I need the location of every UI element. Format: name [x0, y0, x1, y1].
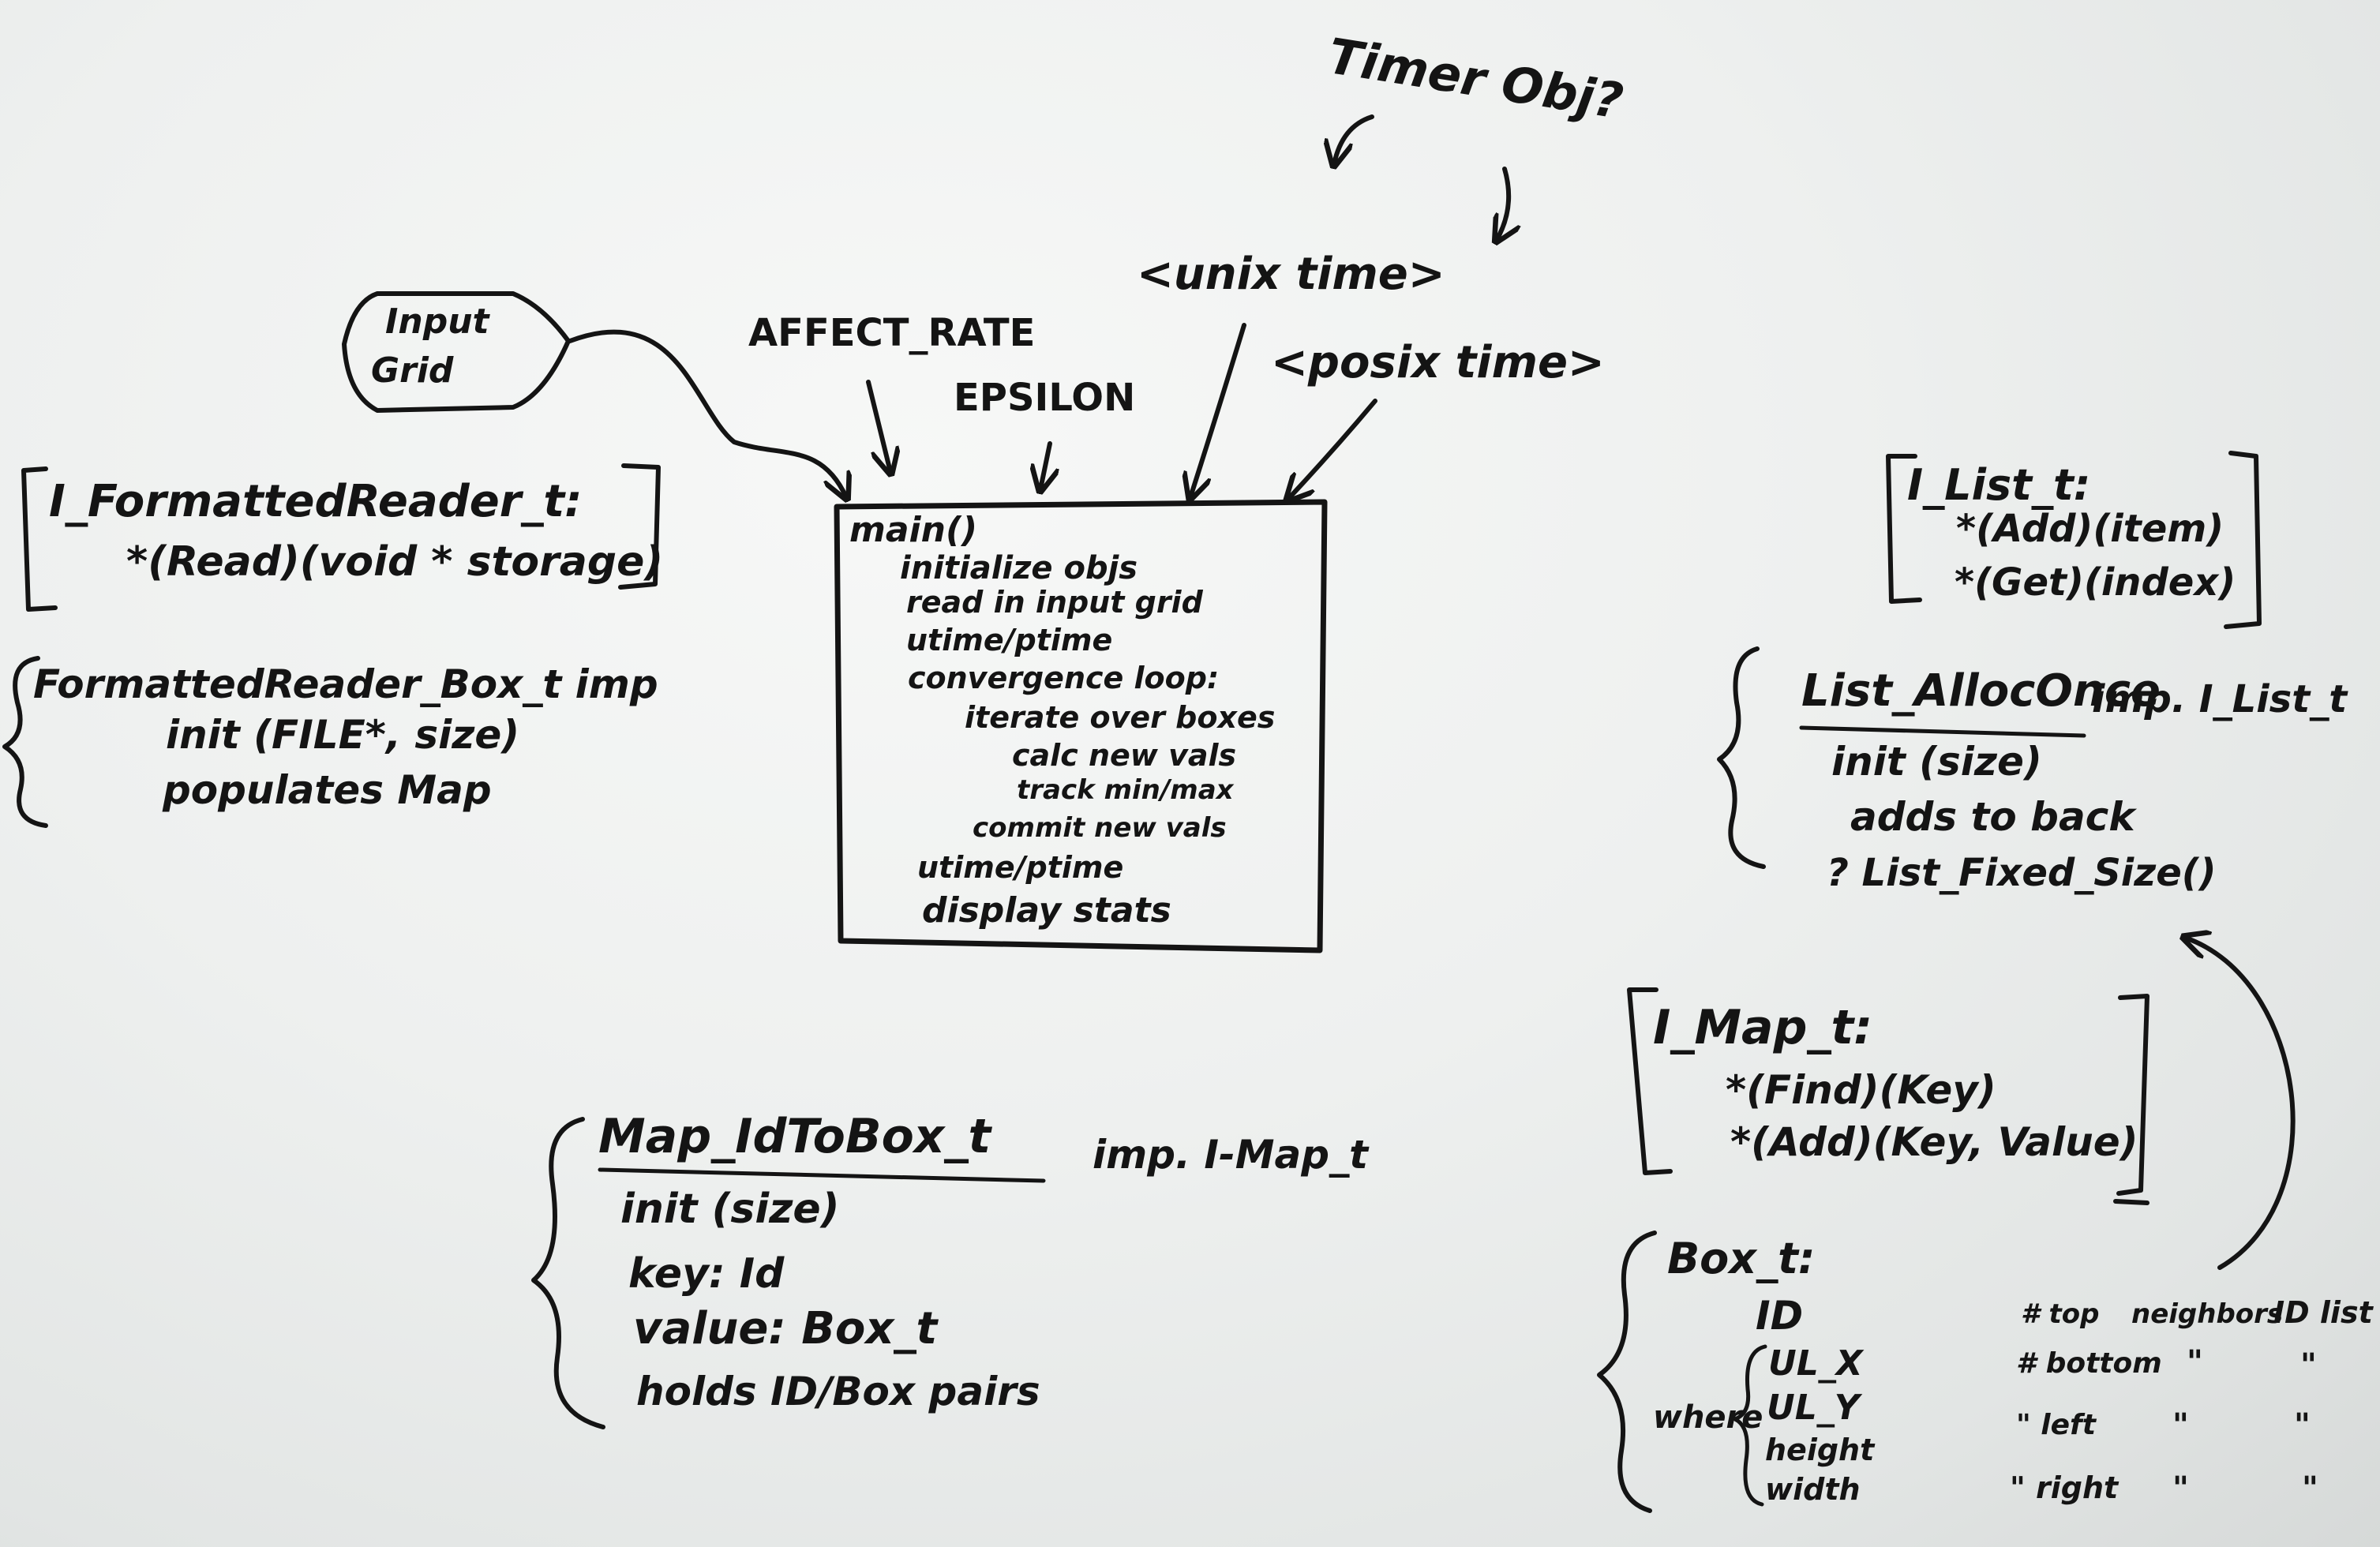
map-impl-underline	[598, 1167, 1046, 1183]
reader-impl-line-1: populates Map	[163, 767, 492, 813]
box-fields-brace	[1733, 1344, 1767, 1507]
main-line-10: display stats	[922, 890, 1171, 931]
box-field-0: UL_X	[1768, 1343, 1863, 1384]
timer-arrow-left	[1334, 114, 1374, 164]
map-impl-line-1: key: Id	[628, 1250, 785, 1298]
map-impl-line-2: value: Box_t	[633, 1303, 938, 1354]
list-impl-line-0: init (size)	[1831, 739, 2042, 785]
neighbor-left-ditto1: "	[2172, 1407, 2189, 1444]
box-struct-where: where	[1653, 1399, 1763, 1436]
main-line-9: utime/ptime	[917, 850, 1124, 885]
box-field-3: width	[1765, 1472, 1861, 1507]
reader-interface-name: I_FormattedReader_t:	[49, 476, 583, 527]
main-line-1: initialize objs	[900, 550, 1138, 586]
map-bracket-tick	[2113, 1199, 2149, 1205]
list-impl-underline	[1799, 725, 2086, 738]
reader-interface-method: *(Read)(void * storage)	[126, 538, 664, 586]
posix-time-arrow	[1288, 399, 1377, 499]
neighbor-top-prefix: # top	[2021, 1298, 2100, 1330]
list-impl-line-1: adds to back	[1850, 794, 2135, 840]
unix-time-arrow	[1190, 323, 1246, 497]
box-struct-id: ID	[1756, 1293, 1804, 1339]
map-impl-implements: imp. I-Map_t	[1093, 1132, 1368, 1178]
map-impl-line-0: init (size)	[620, 1186, 840, 1233]
list-bracket-left	[1886, 454, 1922, 604]
map-impl-name: Map_IdToBox_t	[598, 1109, 991, 1164]
map-interface-method-0: *(Find)(Key)	[1726, 1067, 1996, 1113]
input-grid-label-line1: Input	[385, 302, 489, 342]
main-line-5: iterate over boxes	[965, 700, 1276, 735]
box-field-2: height	[1765, 1433, 1875, 1467]
map-bracket-left	[1627, 987, 1673, 1175]
reader-impl-line-0: init (FILE*, size)	[166, 712, 520, 758]
main-line-8: commit new vals	[973, 812, 1227, 844]
input-grid-arrow	[568, 329, 846, 497]
map-interface-name: I_Map_t:	[1653, 1000, 1873, 1055]
reader-bracket-right	[618, 463, 661, 590]
map-interface-method-1: *(Add)(Key, Value)	[1730, 1119, 2138, 1165]
neighbor-bottom-prefix: # bottom	[2016, 1347, 2162, 1380]
input-grid-label-line2: Grid	[371, 350, 454, 391]
map-impl-line-3: holds ID/Box pairs	[636, 1369, 1040, 1414]
reader-bracket-left	[21, 466, 58, 612]
reader-impl-name: FormattedReader_Box_t imp	[33, 661, 658, 707]
main-box-outline	[834, 499, 1328, 953]
neighbor-left-prefix: " left	[2016, 1409, 2096, 1441]
box-to-list-arrow	[2185, 938, 2296, 1270]
main-line-3: utime/ptime	[906, 623, 1113, 657]
main-line-4: convergence loop:	[908, 661, 1220, 695]
reader-impl-brace	[2, 656, 48, 828]
box-field-1: UL_Y	[1767, 1388, 1860, 1428]
neighbor-top-suffix: ID list	[2273, 1295, 2373, 1330]
timer-arrow-right	[1497, 167, 1509, 240]
map-impl-brace	[531, 1117, 605, 1429]
list-impl-line-2: ? List_Fixed_Size()	[1827, 851, 2217, 895]
list-impl-name: List_AllocOnce	[1801, 665, 2161, 717]
posix-time-label: <posix time>	[1271, 337, 1605, 388]
epsilon-label: EPSILON	[954, 376, 1136, 420]
neighbor-top-label: neighbors	[2131, 1298, 2284, 1330]
neighbor-bottom-ditto1: "	[2187, 1344, 2203, 1380]
list-bracket-right	[2224, 451, 2262, 629]
main-line-0: main()	[849, 510, 978, 550]
main-line-2: read in input grid	[906, 585, 1203, 620]
map-bracket-right	[2116, 994, 2149, 1196]
list-interface-method-0: *(Add)(item)	[1956, 507, 2224, 551]
neighbor-bottom-ditto2: "	[2300, 1347, 2317, 1384]
unix-time-label: <unix time>	[1137, 249, 1445, 300]
box-struct-name: Box_t:	[1667, 1234, 1816, 1283]
affect-rate-label: AFFECT_RATE	[748, 311, 1036, 355]
neighbor-left-ditto2: "	[2294, 1407, 2311, 1444]
main-line-7: track min/max	[1017, 774, 1234, 806]
box-struct-brace	[1597, 1230, 1657, 1513]
input-grid-shape	[342, 291, 571, 413]
neighbor-right-prefix: " right	[2010, 1470, 2119, 1505]
list-interface-method-1: *(Get)(index)	[1955, 560, 2236, 605]
list-interface-name: I_List_t:	[1907, 460, 2091, 510]
list-impl-implements: imp. I_List_t	[2092, 677, 2348, 721]
main-line-6: calc new vals	[1012, 738, 1237, 773]
epsilon-arrow	[1040, 441, 1050, 489]
list-impl-brace	[1717, 646, 1766, 869]
neighbor-right-ditto2: "	[2302, 1470, 2318, 1507]
affect-rate-arrow	[866, 380, 890, 472]
neighbor-right-ditto1: "	[2172, 1470, 2189, 1507]
